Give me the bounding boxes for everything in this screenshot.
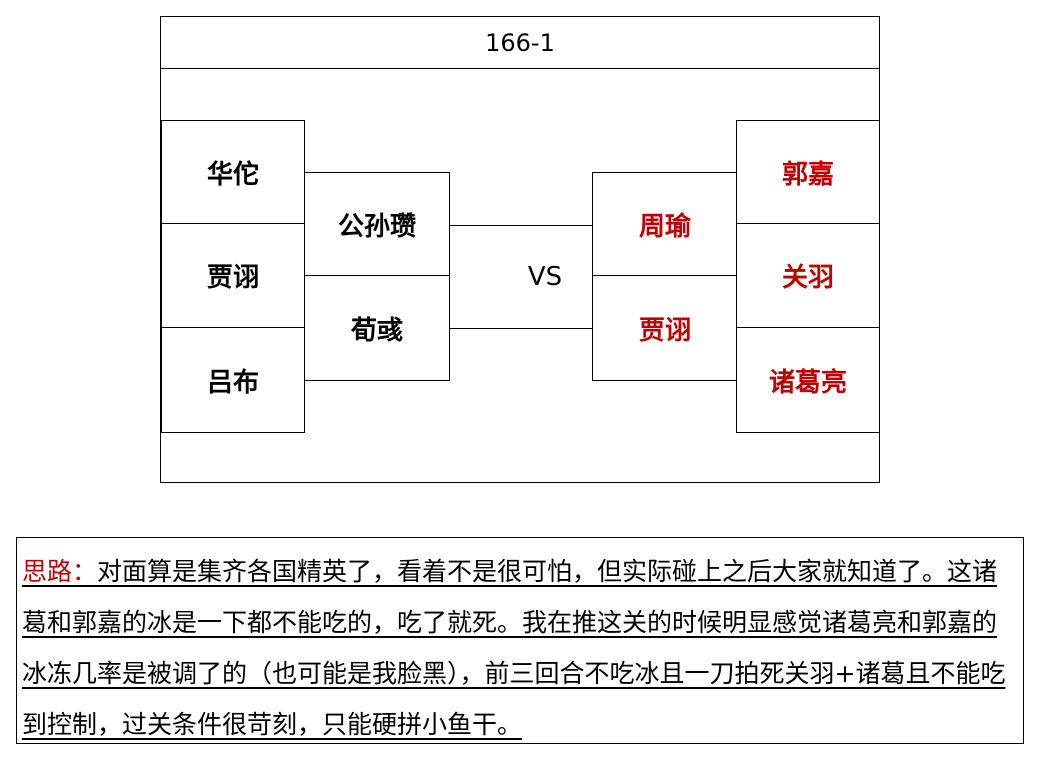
connector-line: [449, 225, 593, 226]
left-inner-hero-2: 荀彧: [304, 275, 450, 381]
right-outer-hero-3: 诸葛亮: [736, 327, 880, 433]
right-outer-hero-2: 关羽: [736, 223, 880, 328]
level-title: 166-1: [161, 17, 879, 69]
strategy-note-text: 思路：对面算是集齐各国精英了，看着不是很可怕，但实际碰上之后大家就知道了。这诸葛…: [22, 546, 1019, 750]
connector-line: [449, 328, 593, 329]
right-outer-hero-1: 郭嘉: [736, 120, 880, 225]
strategy-note-body: 对面算是集齐各国精英了，看着不是很可怕，但实际碰上之后大家就知道了。这诸葛和郭嘉…: [22, 557, 1006, 739]
left-outer-hero-2: 贾诩: [161, 223, 305, 328]
lineup-diagram: 166-1 华佗 贾诩 吕布 公孙瓒 荀彧 VS 周瑜 贾诩 郭嘉 关羽 诸葛亮: [160, 16, 880, 483]
strategy-note-label: 思路：: [22, 557, 98, 586]
right-inner-hero-2: 贾诩: [592, 275, 738, 381]
left-outer-hero-1: 华佗: [161, 120, 305, 225]
right-inner-hero-1: 周瑜: [592, 172, 738, 277]
left-outer-hero-3: 吕布: [161, 327, 305, 433]
strategy-note: 思路：对面算是集齐各国精英了，看着不是很可怕，但实际碰上之后大家就知道了。这诸葛…: [16, 537, 1024, 744]
vs-label: VS: [527, 262, 563, 292]
left-inner-hero-1: 公孙瓒: [304, 172, 450, 277]
